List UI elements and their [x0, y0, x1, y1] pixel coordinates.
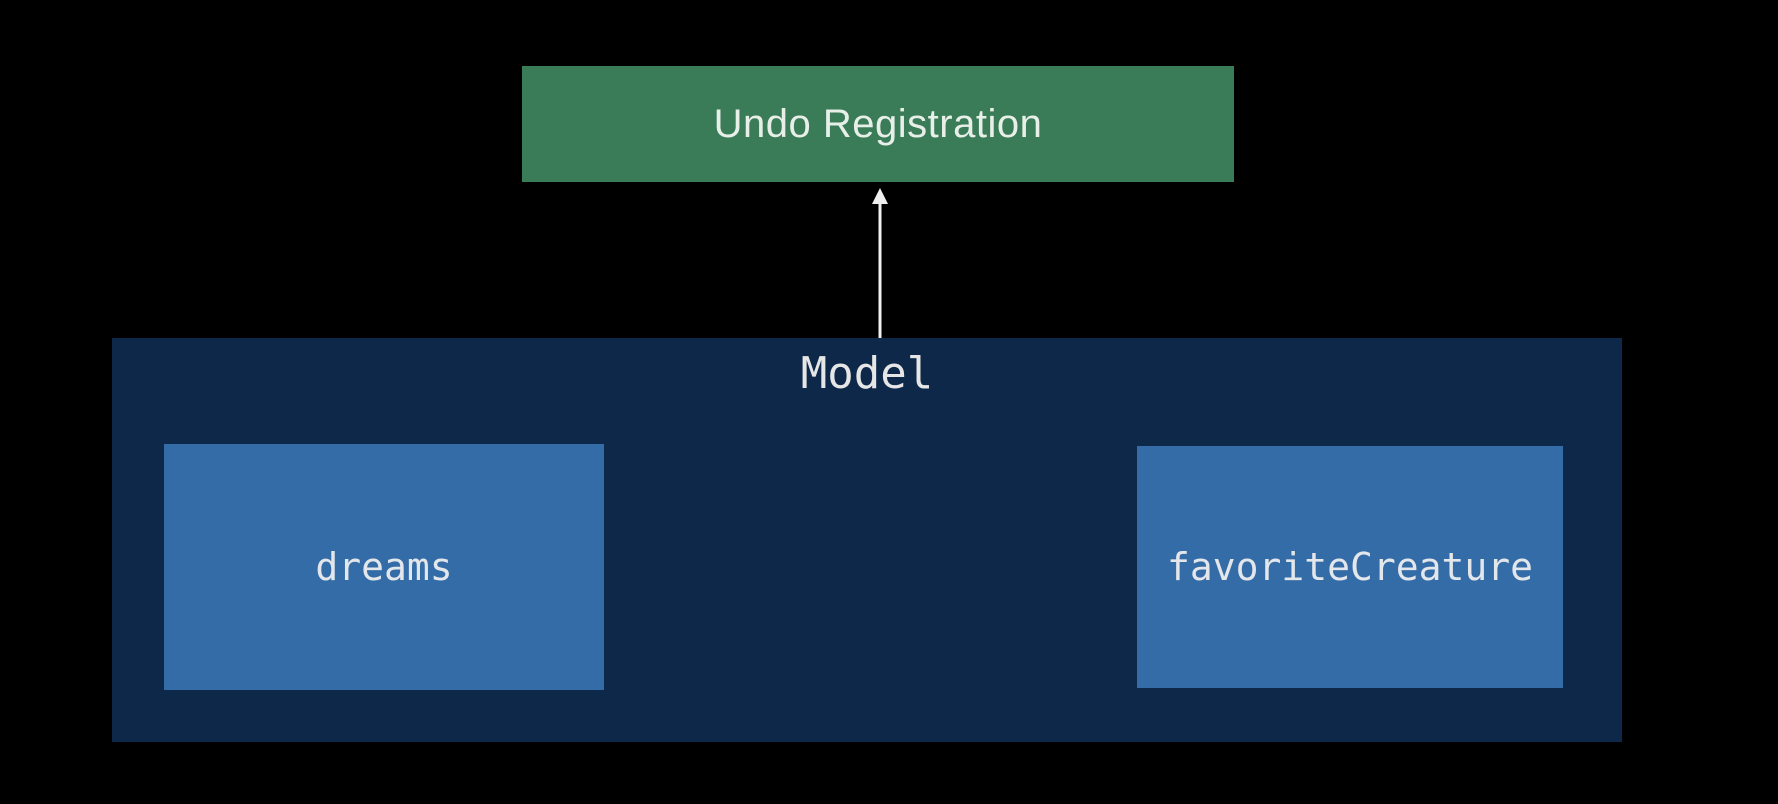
model-to-undo-arrow-icon	[872, 188, 888, 346]
favorite-creature-property-node: favoriteCreature	[1137, 446, 1563, 688]
dreams-property-node: dreams	[164, 444, 604, 690]
undo-registration-node: Undo Registration	[522, 66, 1234, 182]
arrow-head	[872, 188, 888, 204]
model-label: Model	[800, 348, 934, 399]
undo-registration-label: Undo Registration	[713, 101, 1043, 146]
dreams-property-label: dreams	[315, 545, 453, 589]
model-container-node: Model dreams favoriteCreature	[112, 338, 1622, 742]
favorite-creature-property-label: favoriteCreature	[1166, 545, 1534, 589]
